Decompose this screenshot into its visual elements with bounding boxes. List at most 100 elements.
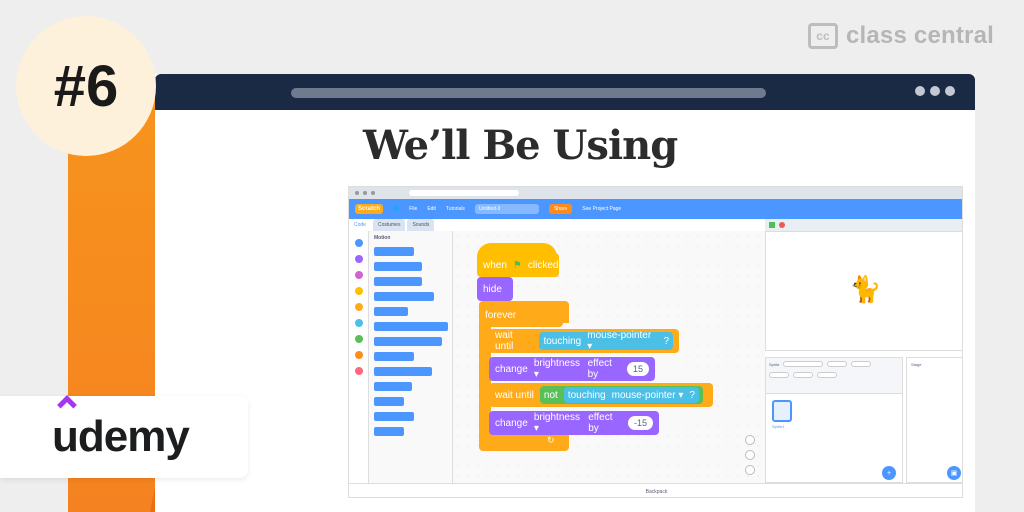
- category-sensing-dot[interactable]: [354, 319, 363, 327]
- block-text: change: [495, 417, 528, 429]
- scratch-logo[interactable]: Scratch: [355, 204, 384, 214]
- rank-badge: #6: [16, 16, 156, 156]
- green-flag-icon: ⚑: [512, 259, 522, 271]
- block-text: when: [483, 259, 507, 271]
- category-looks-dot[interactable]: [354, 255, 363, 263]
- change-effect-block-2[interactable]: change brightness ▾ effect by -15: [489, 411, 659, 435]
- project-title-field[interactable]: Untitled-3: [474, 204, 539, 214]
- udemy-logo-card: udemy: [0, 395, 248, 478]
- palette-block[interactable]: [374, 397, 404, 406]
- palette-block[interactable]: [374, 277, 422, 286]
- palette-block[interactable]: [374, 247, 414, 256]
- green-flag-button[interactable]: [769, 222, 775, 228]
- palette-block[interactable]: [374, 307, 408, 316]
- show-toggle[interactable]: [769, 372, 789, 378]
- window-menu-dots[interactable]: [915, 86, 955, 96]
- block-text[interactable]: mouse-pointer ▾: [587, 330, 652, 352]
- palette-block[interactable]: [374, 412, 414, 421]
- forever-block[interactable]: forever: [479, 303, 563, 327]
- palette-block[interactable]: [374, 382, 412, 391]
- zoom-in-icon[interactable]: [745, 435, 755, 445]
- menu-file[interactable]: File: [409, 206, 418, 212]
- block-category-column: [349, 231, 369, 483]
- cat-sprite-icon[interactable]: 🐈: [849, 274, 882, 304]
- palette-block[interactable]: [374, 292, 434, 301]
- palette-heading: Motion: [374, 235, 391, 241]
- category-motion-dot[interactable]: [354, 239, 363, 247]
- udemy-wordmark: udemy: [52, 412, 190, 461]
- udemy-logo: udemy: [52, 395, 190, 462]
- stage-canvas[interactable]: 🐈: [765, 231, 962, 351]
- add-backdrop-button[interactable]: ▣: [947, 466, 961, 480]
- globe-icon[interactable]: 🌐: [393, 206, 400, 212]
- effect-dropdown-2[interactable]: brightness ▾: [533, 412, 580, 434]
- block-text: touching: [543, 335, 582, 347]
- sprite-pane: Sprite Sprite1 +: [765, 357, 903, 483]
- palette-block[interactable]: [374, 352, 414, 361]
- y-field[interactable]: [851, 361, 872, 367]
- category-sound-dot[interactable]: [354, 271, 363, 279]
- address-bar[interactable]: [291, 88, 766, 98]
- category-events-dot[interactable]: [354, 287, 363, 295]
- sprite-label: Sprite: [769, 361, 780, 367]
- palette-block[interactable]: [374, 337, 442, 346]
- block-text: wait until: [495, 330, 514, 352]
- block-palette: Motion: [369, 231, 453, 483]
- touching-block-2[interactable]: touching mouse-pointer ▾ ?: [563, 387, 699, 403]
- size-field[interactable]: [793, 372, 813, 378]
- x-field[interactable]: [827, 361, 848, 367]
- inner-browser-bar: [349, 187, 962, 199]
- block-text: forever: [485, 309, 517, 321]
- block-text[interactable]: mouse-pointer ▾: [611, 389, 684, 401]
- stage-label: Stage: [911, 362, 922, 367]
- scratch-editor-screenshot: Scratch 🌐 File Edit Tutorials Untitled-3…: [348, 186, 963, 498]
- effect-dropdown-1[interactable]: brightness ▾: [533, 358, 580, 380]
- tab-sounds[interactable]: Sounds: [407, 219, 435, 231]
- backpack-bar[interactable]: Backpack: [349, 483, 962, 497]
- browser-window: We’ll Be Using Scratch 🌐 File Edit Tutor…: [155, 74, 975, 512]
- class-central-name: class central: [845, 22, 994, 49]
- touching-block-1[interactable]: touching mouse-pointer ▾ ?: [539, 330, 673, 352]
- block-text: not: [543, 389, 558, 401]
- sprite-thumbnail-label: Sprite1: [772, 424, 785, 429]
- class-central-brand: cc class central: [807, 22, 994, 50]
- wait-until-block-2[interactable]: wait until not touching mouse-pointer ▾ …: [489, 383, 713, 407]
- tab-costumes[interactable]: Costumes: [372, 219, 406, 231]
- block-text: change: [495, 363, 528, 375]
- palette-block[interactable]: [374, 367, 432, 376]
- zoom-reset-icon[interactable]: [745, 465, 755, 475]
- category-variables-dot[interactable]: [354, 351, 363, 359]
- block-text: wait until: [495, 389, 534, 401]
- add-sprite-button[interactable]: +: [882, 466, 896, 480]
- stop-button[interactable]: [779, 222, 785, 228]
- share-button[interactable]: Share: [548, 204, 573, 214]
- when-flag-clicked-block[interactable]: when ⚑ clicked: [477, 253, 559, 277]
- sprite-info-panel: Sprite: [766, 358, 902, 394]
- wait-until-block-1[interactable]: wait until touching mouse-pointer ▾ ?: [489, 329, 679, 353]
- hide-block[interactable]: hide: [477, 277, 513, 301]
- block-text: effect by: [587, 358, 612, 380]
- tab-code[interactable]: Code: [349, 219, 371, 231]
- change-effect-block-1[interactable]: change brightness ▾ effect by 15: [489, 357, 655, 381]
- editor-tabs: Code Costumes Sounds: [349, 219, 449, 231]
- slide-title: We’ll Be Using: [363, 122, 678, 169]
- menu-edit[interactable]: Edit: [427, 206, 436, 212]
- effect-value-input-2[interactable]: -15: [627, 416, 653, 430]
- rank-number: #6: [53, 53, 119, 119]
- direction-field[interactable]: [817, 372, 837, 378]
- see-project-page-link[interactable]: See Project Page: [582, 206, 622, 212]
- palette-block[interactable]: [374, 262, 422, 271]
- sprite-name-field[interactable]: [783, 361, 824, 367]
- effect-value-input-1[interactable]: 15: [626, 362, 649, 376]
- class-central-icon: cc: [807, 23, 838, 49]
- not-block[interactable]: not touching mouse-pointer ▾ ?: [539, 386, 703, 404]
- sprite-thumbnail[interactable]: [772, 400, 792, 422]
- category-operators-dot[interactable]: [354, 335, 363, 343]
- palette-block[interactable]: [374, 427, 404, 436]
- category-myblocks-dot[interactable]: [354, 367, 363, 375]
- browser-title-bar: [155, 74, 975, 110]
- menu-tutorials[interactable]: Tutorials: [445, 206, 465, 212]
- palette-block[interactable]: [374, 322, 448, 331]
- zoom-out-icon[interactable]: [745, 450, 755, 460]
- category-control-dot[interactable]: [354, 303, 363, 311]
